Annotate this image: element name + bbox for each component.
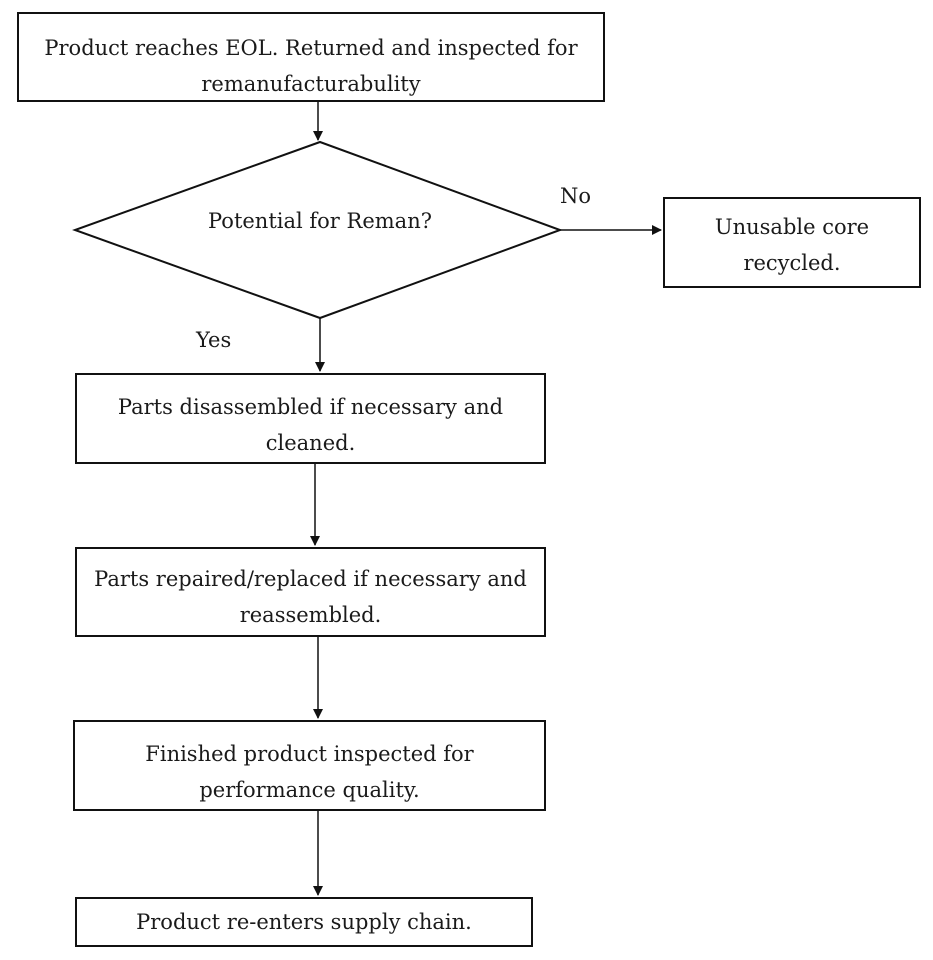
no-edge-label: No (560, 184, 592, 208)
eol-returned-box: Product reaches EOL. Returned and inspec… (17, 12, 605, 102)
eol-returned-text: Product reaches EOL. Returned and inspec… (44, 36, 578, 96)
reenters-supply-chain-text: Product re-enters supply chain. (136, 910, 472, 934)
yes-edge-label: Yes (196, 328, 232, 352)
unusable-core-box: Unusable core recycled. (663, 197, 921, 288)
repaired-text: Parts repaired/replaced if necessary and… (94, 567, 527, 627)
disassembled-box: Parts disassembled if necessary and clea… (75, 373, 546, 464)
repaired-box: Parts repaired/replaced if necessary and… (75, 547, 546, 637)
reenters-supply-chain-box: Product re-enters supply chain. (75, 897, 533, 947)
decision-label: Potential for Reman? (208, 209, 432, 233)
inspected-box: Finished product inspected for performan… (73, 720, 546, 811)
unusable-core-text: Unusable core recycled. (714, 215, 870, 275)
inspected-text: Finished product inspected for performan… (145, 742, 474, 802)
disassembled-text: Parts disassembled if necessary and clea… (117, 395, 504, 455)
